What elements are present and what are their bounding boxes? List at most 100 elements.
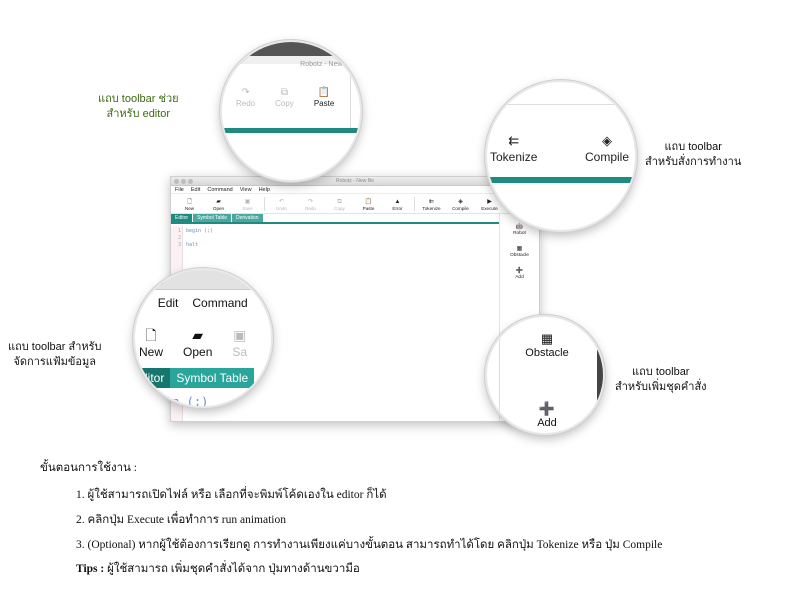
menu-file[interactable]: File xyxy=(175,186,184,193)
sidebar-robot-label: Robot xyxy=(513,231,526,236)
code-text[interactable]: halt xyxy=(186,242,199,248)
open-label: Open xyxy=(212,206,225,211)
zoom-tokenize-label: Tokenize xyxy=(490,150,538,164)
toolbar-separator xyxy=(414,197,415,211)
instructions-heading: ขั้นตอนการใช้งาน : xyxy=(40,462,137,474)
save-button[interactable]: ▣Save xyxy=(233,198,262,213)
window-controls[interactable] xyxy=(174,179,193,184)
zoom-title-bar xyxy=(135,270,271,290)
instruction-step-1: 1. ผู้ใช้สามารถเปิดไฟล์ หรือ เลือกที่จะพ… xyxy=(76,489,387,501)
copy-icon: ⧉ xyxy=(337,199,342,205)
zoom-add-button[interactable]: ➕ Add xyxy=(537,401,557,429)
zoom-compile-label: Compile xyxy=(584,150,629,164)
add-icon: ➕ xyxy=(515,268,524,274)
zoom-redo-button[interactable]: ↷Redo xyxy=(236,86,255,108)
obstacle-icon: ▦ xyxy=(516,246,523,252)
undo-button[interactable]: ↶Undo xyxy=(267,198,296,213)
zoom-open-button[interactable]: ▰Open xyxy=(183,325,212,359)
tab-derivation[interactable]: Derivation xyxy=(232,214,264,222)
line-number: 3 xyxy=(177,242,181,248)
instruction-tips: Tips : ผู้ใช้สามารถ เพิ่มชุดคำสั่งได้จาก… xyxy=(76,560,360,578)
sidebar-obstacle-button[interactable]: ▦Obstacle xyxy=(500,245,539,258)
zoom-tab-rule xyxy=(487,177,635,183)
zoom-paste-label: Paste xyxy=(313,99,335,108)
redo-button[interactable]: ↷Redo xyxy=(296,198,325,213)
zoom-tab-symbol-table[interactable]: Symbol Table xyxy=(170,368,255,388)
execute-label: Execute xyxy=(481,206,498,211)
sidebar-robot-button[interactable]: 🤖Robot xyxy=(500,223,539,236)
instruction-step-2: 2. คลิกปุ่ม Execute เพื่อทำการ run anima… xyxy=(76,514,286,526)
zoom-window-title: Robotz - New fi xyxy=(300,61,348,68)
tokenize-button[interactable]: ⇇Tokenize xyxy=(417,198,446,213)
execute-button[interactable]: ▶Execute xyxy=(475,198,504,213)
new-label: New xyxy=(184,206,195,211)
open-button[interactable]: ▰Open xyxy=(204,198,233,213)
tips-label: Tips : xyxy=(76,563,105,575)
zoom-tab-rule xyxy=(222,128,360,133)
copy-label: Copy xyxy=(334,206,345,211)
compile-icon: ◈ xyxy=(458,199,463,205)
title-bar: Robotz - New file xyxy=(171,177,539,186)
zoom-menu-bar: e Edit Command xyxy=(135,296,248,310)
zoom-menu-command[interactable]: Command xyxy=(192,296,248,310)
toolbar: 🗋New▰Open▣Save↶Undo↷Redo⧉Copy📋Paste▲Erro… xyxy=(171,194,539,214)
zoom-menu-e[interactable]: e xyxy=(137,296,144,310)
menu-help[interactable]: Help xyxy=(258,186,270,193)
paste-button[interactable]: 📋Paste xyxy=(354,198,383,213)
zoom-tab-ditor[interactable]: ditor xyxy=(135,368,171,388)
paste-icon: 📋 xyxy=(317,87,331,98)
robot-icon: 🤖 xyxy=(515,224,524,230)
save-icon: ▣ xyxy=(244,199,251,205)
copy-button[interactable]: ⧉Copy xyxy=(325,198,354,213)
redo-icon: ↷ xyxy=(241,87,250,98)
toolbar-separator xyxy=(264,197,265,211)
zoom-editor-toolbar: Robotz - New fi ↷Redo ⧉Copy 📋Paste xyxy=(220,40,362,182)
zoom-paste-button[interactable]: 📋Paste xyxy=(314,86,334,108)
sidebar-add-button[interactable]: ➕Add xyxy=(500,267,539,280)
code-line: 2 xyxy=(171,235,213,242)
zoom-redo-label: Redo xyxy=(236,99,256,108)
zoom-file-buttons: 🗋 New ▰Open ▣ Sa xyxy=(139,325,247,359)
add-icon: ➕ xyxy=(538,401,556,416)
paste-icon: 📋 xyxy=(364,199,373,205)
code-text[interactable] xyxy=(183,235,186,242)
undo-label: Undo xyxy=(276,206,287,211)
menu-view[interactable]: View xyxy=(239,186,252,193)
paste-label: Paste xyxy=(362,206,375,211)
compile-icon: ◈ xyxy=(601,133,612,148)
zoom-obstacle-button[interactable]: ▦ Obstacle xyxy=(525,331,569,359)
error-button[interactable]: ▲Error xyxy=(383,198,412,213)
zoom-new-button[interactable]: 🗋 New xyxy=(139,325,163,359)
compile-button[interactable]: ◈Compile xyxy=(446,198,475,213)
new-file-icon: 🗋 xyxy=(145,327,157,343)
zoom-new-label: New xyxy=(139,345,164,359)
tab-editor[interactable]: Editor xyxy=(171,214,194,222)
error-label: Error xyxy=(392,206,403,211)
callout-file-toolbar: แถบ toolbar สำหรับจัดการแฟ้มข้อมูล xyxy=(8,341,102,368)
zoom-compile-button[interactable]: ◈ Compile xyxy=(585,132,629,164)
save-icon: ▣ xyxy=(233,327,247,343)
compile-label: Compile xyxy=(452,206,469,211)
zoom-copy-button[interactable]: ⧉Copy xyxy=(275,86,294,108)
zoom-sa-button[interactable]: ▣ Sa xyxy=(232,325,247,359)
new-button[interactable]: 🗋New xyxy=(175,198,204,213)
code-text[interactable]: begin (;) xyxy=(186,228,214,234)
menu-edit[interactable]: Edit xyxy=(190,186,201,193)
tab-symbol-table[interactable]: Symbol Table xyxy=(193,214,232,222)
redo-label: Redo xyxy=(305,206,316,211)
zoom-menu-edit[interactable]: Edit xyxy=(157,296,179,310)
callout-editor-toolbar: แถบ toolbar ช่วยสำหรับ editor xyxy=(98,93,179,120)
zoom-sa-label: Sa xyxy=(232,345,248,359)
zoom-command-buttons: ⇇Tokenize ◈ Compile xyxy=(487,132,635,164)
line-number: 2 xyxy=(177,235,181,241)
menu-bar: File Edit Command View Help xyxy=(171,186,539,194)
menu-command[interactable]: Command xyxy=(207,186,233,193)
zoom-tokenize-button[interactable]: ⇇Tokenize xyxy=(490,132,537,164)
zoom-title-bar xyxy=(222,42,360,64)
